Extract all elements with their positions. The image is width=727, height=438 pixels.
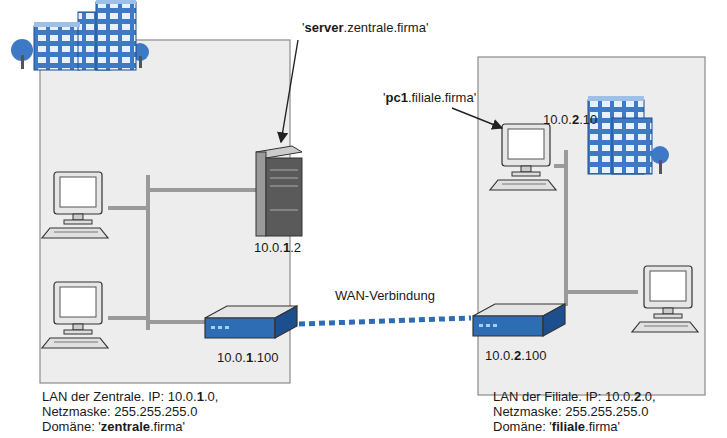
router-icon [203, 302, 299, 342]
router-ip: 10.0.1.100 [203, 342, 299, 365]
link-label: WAN-Verbindung [333, 288, 437, 303]
lan-description: LAN der Filiale. IP: 10.0.2.0, [493, 389, 656, 404]
lan-description: LAN der Zentrale. IP: 10.0.1.0, [42, 389, 218, 404]
lan-netmask: Netzmaske: 255.255.255.0 [493, 404, 648, 419]
wan-link [299, 318, 471, 324]
lan-domain: Domäne: 'zentrale.firma' [42, 419, 185, 434]
ip-address: 10.0.1.2 [254, 240, 301, 255]
server-hostname: 'server.zentrale.firma' [302, 20, 428, 35]
pc-hostname: 'pc1.filiale.firma' [383, 90, 476, 105]
lan-domain: Domäne: 'filiale.firma' [493, 419, 620, 434]
router-node: 10.0.1.100 [203, 302, 299, 365]
lan-netmask: Netzmaske: 255.255.255.0 [42, 404, 197, 419]
router-node: 10.0.2.100 [471, 300, 567, 363]
router-icon [471, 300, 567, 340]
ip-address: 10.0.2.10 [543, 112, 597, 127]
router-ip: 10.0.2.100 [471, 340, 567, 363]
